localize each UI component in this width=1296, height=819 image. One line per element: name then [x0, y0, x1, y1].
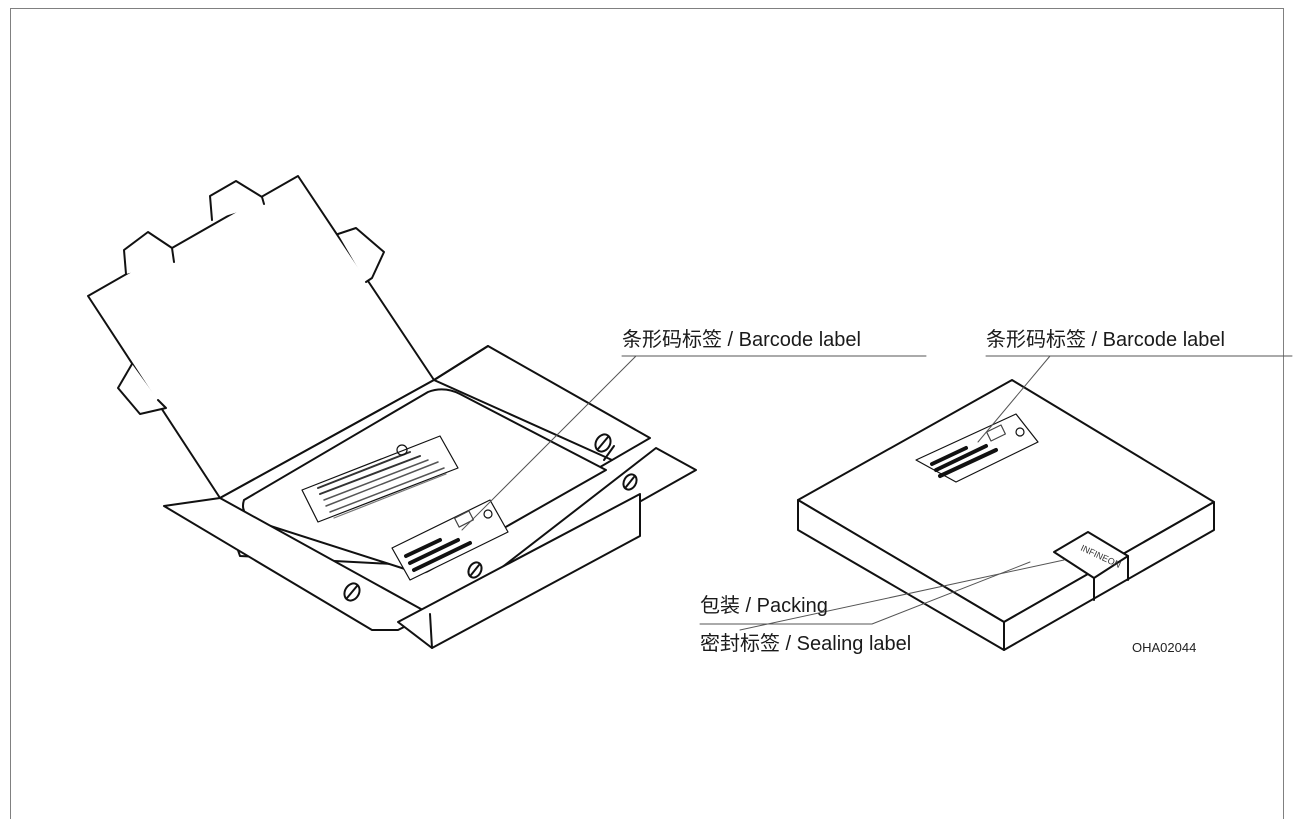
right-flap-fold [603, 445, 615, 461]
closed-box [797, 379, 1215, 651]
lid-tab [209, 180, 265, 221]
leader-lines [461, 355, 1293, 631]
sealing-tape: INFINEON [1053, 531, 1129, 601]
packing-caption: 包装 / Packing [700, 595, 828, 617]
leader-sealing [739, 559, 1065, 631]
front-corner [429, 613, 433, 649]
leader-barcode-right [977, 355, 1293, 443]
figure-code: OHA02044 [1132, 640, 1197, 655]
flap-hole [343, 582, 361, 602]
lid-tab [117, 363, 167, 415]
lid-tab [337, 227, 385, 283]
flap-hole [622, 473, 638, 491]
barcode-label-right [915, 413, 1039, 483]
leader-packing [699, 561, 1031, 625]
open-box [87, 175, 697, 649]
flap-hole [467, 561, 483, 579]
lid-tab [123, 231, 175, 275]
info-sticker [301, 435, 459, 523]
closed-box-top [797, 379, 1215, 623]
rear-flap-edge [433, 345, 489, 381]
sealing-label-caption: 密封标签 / Sealing label [700, 633, 912, 655]
rear-wall-edge [433, 379, 613, 461]
closed-box-side [1003, 501, 1215, 651]
barcode-label-right-caption: 条形码标签 / Barcode label [986, 329, 1225, 351]
barcode-label-left [391, 499, 509, 581]
figure-frame [10, 8, 1284, 819]
front-wall [397, 493, 641, 649]
leader-barcode-left [461, 355, 927, 531]
flap-hole [594, 433, 612, 453]
barcode-label-left-caption: 条形码标签 / Barcode label [622, 329, 861, 351]
